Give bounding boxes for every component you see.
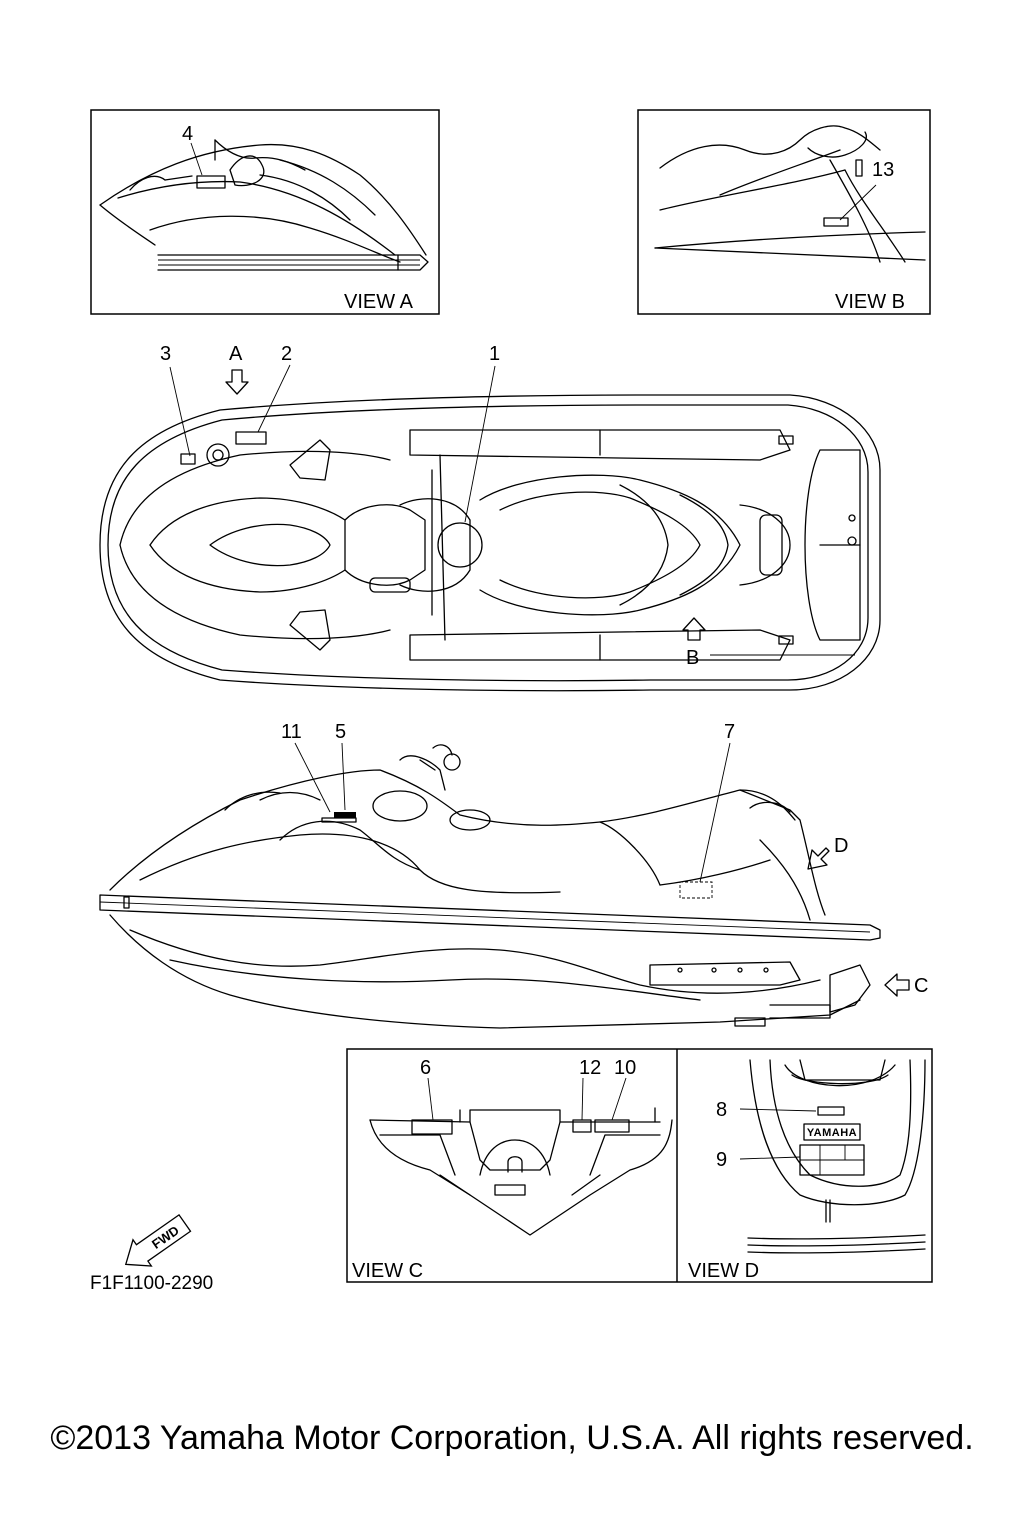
view-b-title: VIEW B [835, 291, 905, 313]
view-b-drawing [654, 125, 926, 263]
view-b-panel: 13 VIEW B [637, 109, 931, 315]
view-c-title: VIEW C [352, 1260, 423, 1282]
callout-9: 9 [716, 1149, 727, 1171]
view-c-drawing [369, 1107, 673, 1236]
callout-2: 2 [281, 343, 292, 365]
callout-8: 8 [716, 1099, 727, 1121]
view-c-pointer-letter: C [914, 975, 928, 997]
callout-10: 10 [614, 1057, 636, 1079]
callout-12: 12 [579, 1057, 601, 1079]
view-a-title: VIEW A [344, 291, 414, 313]
callout-13: 13 [872, 159, 894, 181]
callout-11: 11 [281, 721, 302, 743]
view-a-pointer-letter: A [229, 343, 243, 365]
callout-7: 7 [724, 721, 735, 743]
view-a-drawing [99, 139, 429, 271]
fwd-arrow-icon: FWD [124, 1213, 192, 1267]
side-view-drawing [99, 744, 881, 1029]
view-d-pointer-letter: D [834, 835, 848, 857]
views-cd-frame [346, 1048, 933, 1283]
copyright-notice: ©2013 Yamaha Motor Corporation, U.S.A. A… [50, 1419, 973, 1457]
callout-1: 1 [489, 343, 500, 365]
view-a-panel: 4 VIEW A [90, 109, 440, 315]
view-d-panel: YAMAHA 8 9 VIEW D [688, 1059, 926, 1282]
callout-4: 4 [182, 123, 193, 145]
view-c-arrow-icon [884, 973, 910, 997]
view-d-title: VIEW D [688, 1260, 759, 1282]
view-b-pointer-letter: B [686, 647, 699, 669]
top-view-callouts: 3 A 2 1 B [160, 343, 855, 669]
view-d-arrow-icon [807, 847, 830, 870]
callout-5: 5 [335, 721, 346, 743]
figure-code: F1F1100-2290 [90, 1273, 213, 1294]
yamaha-brand-mark: YAMAHA [807, 1127, 857, 1139]
view-b-arrow-icon [682, 617, 706, 641]
top-view-drawing [99, 394, 881, 692]
side-view-callouts: 11 5 7 D C [281, 721, 928, 997]
callout-3: 3 [160, 343, 171, 365]
view-a-arrow-icon [225, 369, 249, 395]
callout-6: 6 [420, 1057, 431, 1079]
view-c-panel: 6 12 10 VIEW C [352, 1057, 673, 1282]
view-d-drawing: YAMAHA [747, 1059, 926, 1254]
